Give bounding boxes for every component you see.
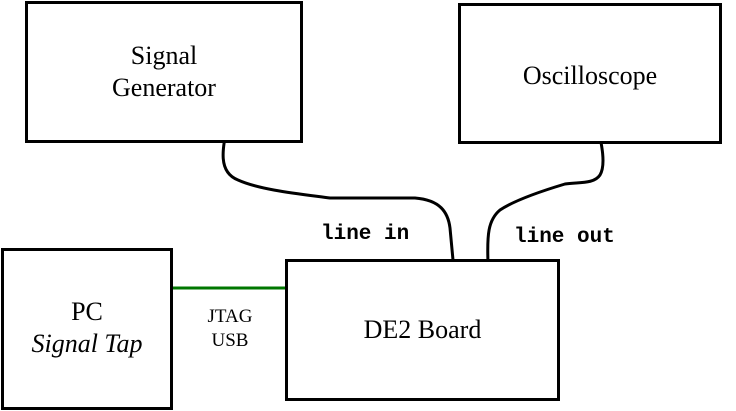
jtag-usb-label: JTAG USB xyxy=(190,305,270,353)
pc-line1: PC xyxy=(71,297,103,326)
oscilloscope-box xyxy=(458,3,722,144)
line-out-cable xyxy=(486,122,605,264)
pc-signal-tap: Signal Tap xyxy=(31,329,143,358)
signal-generator-label: Signal Generator xyxy=(25,40,303,104)
jtag-label: JTAG xyxy=(207,306,253,327)
signal-generator-box xyxy=(25,1,303,143)
pc-box xyxy=(1,248,173,410)
oscilloscope-label: Oscilloscope xyxy=(522,61,658,90)
signal-generator-line2: Generator xyxy=(112,73,216,102)
de2-board-box xyxy=(285,259,560,401)
de2-board-label: DE2 Board xyxy=(363,315,482,344)
line-out-label: line out xyxy=(514,226,615,249)
line-in-cable xyxy=(221,122,455,261)
pc-label: PC Signal Tap xyxy=(1,296,173,360)
line-in-label: line in xyxy=(321,223,410,246)
signal-generator-line1: Signal xyxy=(130,41,198,70)
usb-label: USB xyxy=(211,330,249,351)
